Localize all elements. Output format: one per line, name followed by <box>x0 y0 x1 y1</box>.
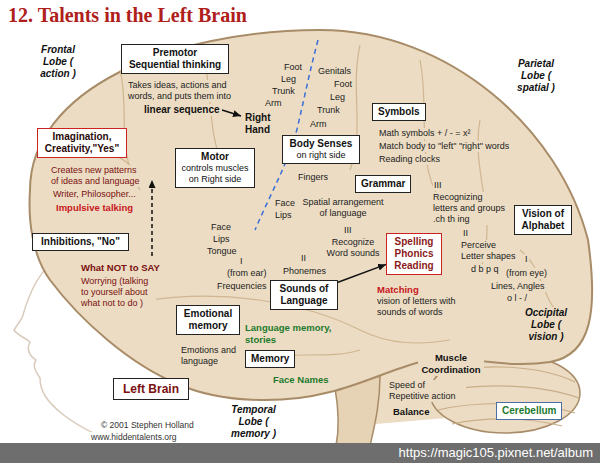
annotation-text: Reading clocks <box>378 154 441 165</box>
process-box: Cerebellum <box>496 402 562 420</box>
annotation-text: (from eye) <box>505 268 548 279</box>
annotation-text: Lines, Angles <box>490 281 546 292</box>
annotation-text: Creates new patterns of ideas and langua… <box>50 165 144 187</box>
annotation-text: vision of letters with sounds of words <box>376 296 470 318</box>
annotation-text: Trunk <box>316 105 341 116</box>
box-heading: Imagination, Creativity,"Yes" <box>43 131 121 155</box>
leader-arrow <box>222 110 241 116</box>
annotation-text: III <box>343 225 353 236</box>
emphasis-text: Muscle Coordination <box>418 352 484 376</box>
emphasis-text: linear sequence <box>143 104 221 116</box>
lobe-label: Occipital Lobe ( vision ) <box>515 307 577 343</box>
annotation-text: Lips <box>212 234 231 245</box>
process-box: Premotor Sequential thinking <box>121 44 229 74</box>
process-box: Symbols <box>372 103 426 121</box>
annotation-text: Math symbols + / - = x² <box>378 128 472 139</box>
annotation-text: Recognizing letters and groups .ch th in… <box>432 192 508 225</box>
copyright-text: www.hiddentalents.org <box>90 432 178 443</box>
annotation-text: Recognize Word sounds <box>324 237 382 259</box>
process-box: Inhibitions, "No" <box>32 233 129 251</box>
box-heading: Inhibitions, "No" <box>41 236 120 248</box>
process-box: Vision of Alphabet <box>514 205 572 235</box>
annotation-text: Tongue <box>206 246 238 257</box>
lobe-label: Frontal Lobe ( action ) <box>33 44 83 80</box>
emphasis-text: What NOT to SAY <box>80 262 161 274</box>
annotation-text: Speed of Repetitive action <box>388 380 466 402</box>
emphasis-text: Language memory, stories <box>244 322 334 346</box>
annotation-text: Fingers <box>297 172 329 183</box>
annotation-text: Leg <box>329 92 346 103</box>
process-box: Left Brain <box>113 378 189 400</box>
annotation-text: Face <box>274 198 296 209</box>
annotation-text: Arm <box>264 98 283 109</box>
emphasis-text: Right Hand <box>244 112 278 136</box>
box-heading: Body Senses <box>288 138 354 150</box>
annotation-text: Phonemes <box>282 266 327 277</box>
box-heading: Vision of Alphabet <box>520 208 566 232</box>
annotation-text: Foot <box>333 79 353 90</box>
emphasis-text: Matching <box>376 284 420 296</box>
annotation-text: II <box>462 228 469 239</box>
process-box: Body Senseson right side <box>282 135 360 164</box>
annotation-text: Trunk <box>271 86 296 97</box>
process-box: Imagination, Creativity,"Yes" <box>37 128 127 158</box>
annotation-text: Genitals <box>317 66 352 77</box>
brain-gyri <box>60 45 565 360</box>
annotation-text: Perceive Letter shapes <box>460 240 520 262</box>
emphasis-text: Impulsive talking <box>55 202 134 214</box>
annotation-text: o l - / <box>506 293 528 304</box>
process-box: Memory <box>245 350 295 368</box>
annotation-text: d b p q <box>470 264 500 275</box>
cerebrum-outline <box>30 30 593 400</box>
watermark: https://magic105.pixnet.net/album <box>398 445 594 461</box>
annotation-text: I <box>239 256 244 267</box>
annotation-text: Emotions and language <box>180 345 240 367</box>
annotation-text: Leg <box>280 74 297 85</box>
annotation-text: I <box>524 254 529 265</box>
process-box: Sounds of Language <box>270 280 338 310</box>
box-heading: Premotor Sequential thinking <box>127 47 223 71</box>
annotation-text: Takes ideas, actions and words, and puts… <box>127 80 235 102</box>
box-heading: Motor <box>181 151 249 163</box>
emphasis-text: Balance <box>392 406 430 418</box>
annotation-text: III <box>433 180 443 191</box>
process-box: Emotional memory <box>176 305 240 335</box>
annotation-text: II <box>300 253 307 264</box>
annotation-text: Frequencies <box>216 281 268 292</box>
annotation-text: Lips <box>274 210 293 221</box>
annotation-text: Writer, Philosopher... <box>52 189 137 200</box>
copyright-text: © 2001 Stephen Holland <box>100 420 195 431</box>
box-heading: Grammar <box>361 178 405 190</box>
process-box: Spelling Phonics Reading <box>386 233 442 275</box>
box-heading: Symbols <box>378 106 420 118</box>
annotation-text: Arm <box>309 119 328 130</box>
box-text: on right side <box>288 150 354 161</box>
connector-arrow <box>338 264 386 282</box>
box-heading: Left Brain <box>123 382 179 396</box>
watermark-band <box>0 443 600 463</box>
annotation-text: Spatial arrangement of language <box>300 197 386 219</box>
annotation-text: Face <box>210 222 232 233</box>
box-text: controls muscles on Right side <box>181 163 249 185</box>
lobe-label: Parietal Lobe ( spatial ) <box>505 58 567 94</box>
leader-arrow-dashed <box>151 180 153 256</box>
box-heading: Cerebellum <box>502 405 556 417</box>
process-box: Motorcontrols muscles on Right side <box>175 148 255 188</box>
process-box: Grammar <box>355 175 411 193</box>
box-heading: Emotional memory <box>182 308 234 332</box>
box-heading: Sounds of Language <box>276 283 332 307</box>
box-heading: Memory <box>251 353 289 365</box>
diagram-title: 12. Talents in the Left Brain <box>8 3 247 27</box>
annotation-text: Worrying (talking to yourself about what… <box>80 276 156 309</box>
annotation-text: Foot <box>283 62 303 73</box>
lobe-label: Temporal Lobe ( memory ) <box>225 404 282 440</box>
emphasis-text: Face Names <box>272 374 329 386</box>
box-heading: Spelling Phonics Reading <box>392 236 436 272</box>
annotation-text: Match body to "left" "right" words <box>378 141 510 152</box>
annotation-text: (from ear) <box>226 268 268 279</box>
